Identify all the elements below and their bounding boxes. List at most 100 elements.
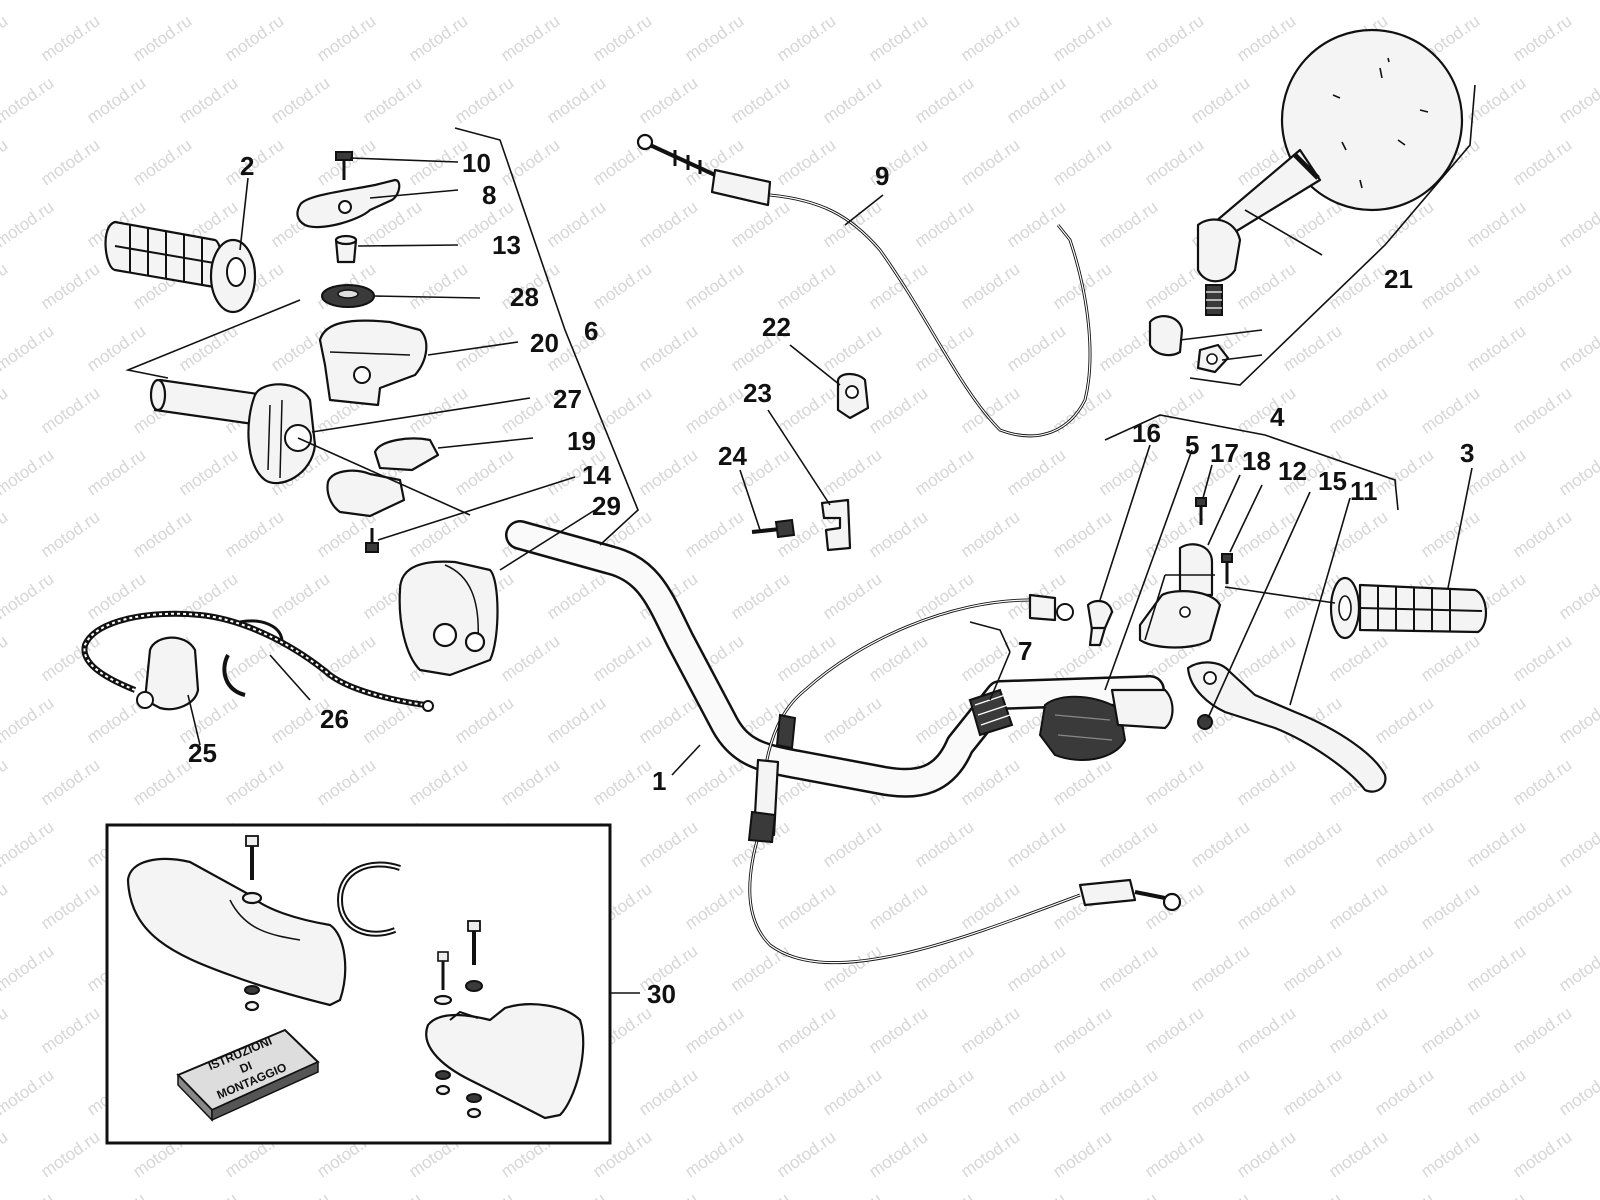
watermark-text: motod.ru (0, 507, 11, 561)
watermark-text: motod.ru (635, 693, 701, 747)
watermark-text: motod.ru (1371, 445, 1437, 499)
watermark-text: motod.ru (1417, 879, 1483, 933)
watermark-text: motod.ru (405, 383, 471, 437)
watermark-text: motod.ru (1049, 135, 1115, 189)
watermark-text: motod.ru (0, 631, 11, 685)
callout-15: 15 (1318, 466, 1347, 496)
watermark-text: motod.ru (83, 1189, 149, 1200)
watermark-text: motod.ru (0, 817, 57, 871)
watermark-text: motod.ru (635, 817, 701, 871)
watermark-text: motod.ru (865, 507, 931, 561)
watermark-text: motod.ru (221, 507, 287, 561)
watermark-text: motod.ru (451, 321, 517, 375)
clip-22 (836, 372, 870, 420)
watermark-text: motod.ru (267, 73, 333, 127)
watermark-text: motod.ru (957, 1003, 1023, 1057)
watermark-text: motod.ru (865, 11, 931, 65)
callout-24: 24 (718, 441, 747, 471)
watermark-text: motod.ru (1371, 1189, 1437, 1200)
callout-8: 8 (482, 180, 496, 210)
watermark-text: motod.ru (37, 507, 103, 561)
watermark-text: motod.ru (1509, 135, 1575, 189)
watermark-text: motod.ru (1555, 693, 1600, 747)
watermark-text: motod.ru (83, 0, 149, 3)
watermark-text: motod.ru (681, 879, 747, 933)
watermark-text: motod.ru (1509, 879, 1575, 933)
throttle-pulley (247, 383, 317, 485)
watermark-text: motod.ru (1555, 1189, 1600, 1200)
lever-body (1038, 688, 1174, 761)
watermark-text: motod.ru (1463, 817, 1529, 871)
watermark-text: motod.ru (865, 631, 931, 685)
watermark-text: motod.ru (37, 1127, 103, 1181)
bolt-24 (751, 518, 796, 539)
watermark-text: motod.ru (911, 197, 977, 251)
watermark-text: motod.ru (1003, 0, 1069, 3)
watermark-text: motod.ru (1463, 321, 1529, 375)
watermark-text: motod.ru (1049, 1127, 1115, 1181)
watermark-text: motod.ru (1233, 507, 1299, 561)
watermark-text: motod.ru (681, 383, 747, 437)
booklet-line-2: DI (238, 1058, 255, 1076)
watermark-text: motod.ru (819, 321, 885, 375)
watermark-text: motod.ru (1095, 73, 1161, 127)
callout-26: 26 (320, 704, 349, 734)
watermark-text: motod.ru (727, 1189, 793, 1200)
leader-lines (125, 84, 1476, 994)
watermark-text: motod.ru (635, 197, 701, 251)
watermark-text: motod.ru (1509, 631, 1575, 685)
watermark-text: motod.ru (635, 73, 701, 127)
watermark-text: motod.ru (37, 1003, 103, 1057)
watermark-text: motod.ru (1555, 321, 1600, 375)
watermark-text: motod.ru (0, 445, 57, 499)
watermark-text: motod.ru (1371, 693, 1437, 747)
watermark-text: motod.ru (0, 693, 57, 747)
screw-14 (365, 528, 379, 553)
callout-14: 14 (582, 460, 611, 490)
watermark-text: motod.ru (773, 11, 839, 65)
watermark-text: motod.ru (1371, 941, 1437, 995)
watermark-text: motod.ru (1049, 11, 1115, 65)
watermark-text: motod.ru (0, 259, 11, 313)
clutch-cable-7 (747, 593, 1182, 965)
watermark-text: motod.ru (175, 73, 241, 127)
callout-7: 7 (1018, 636, 1032, 666)
watermark-text: motod.ru (1003, 1189, 1069, 1200)
watermark-text: motod.ru (1279, 817, 1345, 871)
watermark-text: motod.ru (957, 507, 1023, 561)
mirror-21 (1148, 28, 1464, 374)
watermark-text: motod.ru (359, 0, 425, 3)
watermark-text: motod.ru (589, 755, 655, 809)
switch-housing-29 (398, 560, 499, 677)
watermark-text: motod.ru (405, 755, 471, 809)
watermark-text: motod.ru (1049, 755, 1115, 809)
watermark-text: motod.ru (129, 11, 195, 65)
watermark-text: motod.ru (1509, 507, 1575, 561)
watermark-text: motod.ru (635, 321, 701, 375)
watermark-text: motod.ru (0, 73, 57, 127)
watermark-text: motod.ru (1187, 1065, 1253, 1119)
watermark-text: motod.ru (1279, 197, 1345, 251)
watermark-text: motod.ru (37, 879, 103, 933)
watermark-text: motod.ru (957, 631, 1023, 685)
screw-12 (1221, 553, 1233, 584)
watermark-text: motod.ru (681, 1127, 747, 1181)
watermark-text: motod.ru (1509, 1127, 1575, 1181)
watermark-text: motod.ru (543, 197, 609, 251)
callout-5: 5 (1185, 430, 1199, 460)
callout-22: 22 (762, 312, 791, 342)
watermark-text: motod.ru (1509, 383, 1575, 437)
watermark-text: motod.ru (0, 135, 11, 189)
watermark-text: motod.ru (1371, 817, 1437, 871)
watermark-text: motod.ru (635, 1065, 701, 1119)
watermark-text: motod.ru (773, 1127, 839, 1181)
watermark-text: motod.ru (129, 507, 195, 561)
watermark-text: motod.ru (589, 631, 655, 685)
cover-plate-8 (296, 178, 401, 229)
watermark-text: motod.ru (865, 259, 931, 313)
watermark-text: motod.ru (911, 1189, 977, 1200)
callout-21: 21 (1384, 264, 1413, 294)
watermark-text: motod.ru (1279, 0, 1345, 3)
watermark-text: motod.ru (1049, 507, 1115, 561)
watermark-text: motod.ru (681, 755, 747, 809)
